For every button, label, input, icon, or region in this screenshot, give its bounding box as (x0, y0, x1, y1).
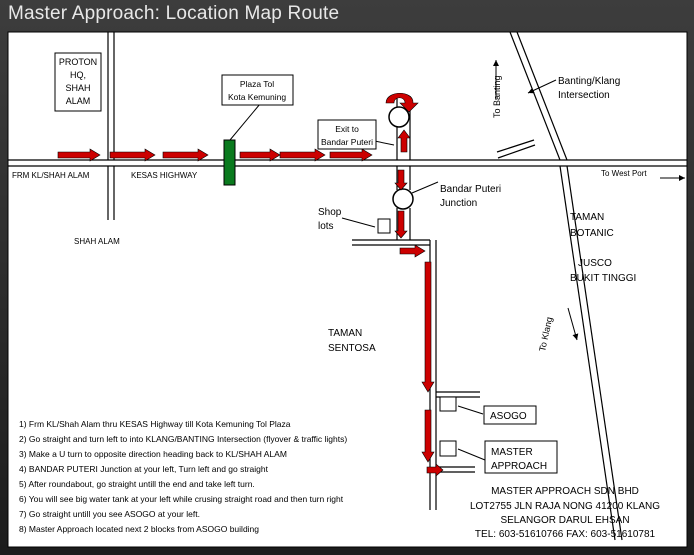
exit-line: Exit to (335, 124, 359, 134)
direction-step: 5) After roundabout, go straight untill … (19, 479, 255, 489)
master-approach-building (439, 440, 457, 457)
to-banting-label: To Banting (492, 75, 502, 118)
company-info: MASTER APPROACH SDN BHD LOT2755 JLN RAJA… (470, 486, 660, 540)
company-line: SELANGOR DARUL EHSAN (500, 515, 629, 526)
roundabout-bandar-puteri (392, 188, 414, 210)
bandar-puteri-label: Bandar Puteri (440, 184, 501, 195)
proton-line: ALAM (66, 96, 91, 106)
direction-step: 7) Go straight untill you see ASOGO at y… (19, 509, 200, 519)
bandar-puteri-pointer (411, 181, 439, 194)
banting-klang-label: Intersection (558, 90, 610, 101)
jusco-label: BUKIT TINGGI (570, 273, 636, 284)
direction-step: 1) Frm KL/Shah Alam thru KESAS Highway t… (19, 419, 291, 429)
frm-kl-label: FRM KL/SHAH ALAM (12, 171, 90, 180)
taman-botanic-label: BOTANIC (570, 228, 614, 239)
taman-sentosa-label: TAMAN (328, 328, 362, 339)
shah-alam-label: SHAH ALAM (74, 237, 120, 246)
exit-box (317, 119, 377, 150)
page-title: Master Approach: Location Map Route (8, 3, 340, 24)
exit-line: Bandar Puteri (321, 137, 373, 147)
company-line: LOT2755 JLN RAJA NONG 41200 KLANG (470, 501, 660, 512)
direction-step: 6) You will see big water tank at your l… (19, 494, 344, 504)
plaza-box (221, 74, 294, 106)
proton-box (54, 52, 102, 112)
direction-step: 3) Make a U turn to opposite direction h… (19, 449, 287, 459)
direction-step: 8) Master Approach located next 2 blocks… (19, 524, 259, 534)
to-west-port-label: To West Port (601, 169, 647, 178)
taman-botanic-label: TAMAN (570, 212, 604, 223)
proton-line: SHAH (65, 83, 90, 93)
asogo-label-box (483, 405, 537, 425)
route-arrows (57, 92, 444, 477)
shop-lots-label: Shop (318, 207, 342, 218)
proton-line: PROTON (59, 57, 97, 67)
plaza-line: Kota Kemuning (228, 92, 286, 102)
roundabout-north (388, 106, 410, 128)
to-klang-arrow (567, 307, 579, 341)
direction-step: 2) Go straight and turn left to into KLA… (19, 434, 347, 444)
intersection-pointer (527, 79, 557, 94)
bandar-puteri-label: Junction (440, 198, 477, 209)
shop-lots-label: lots (318, 221, 334, 232)
kesas-label: KESAS HIGHWAY (131, 171, 198, 180)
shop-lots-pointer (341, 217, 376, 228)
asogo-label: ASOGO (490, 411, 527, 422)
direction-step: 4) BANDAR PUTERI Junction at your left, … (19, 464, 269, 474)
banting-klang-label: Banting/Klang (558, 76, 620, 87)
asogo-pointer (457, 405, 484, 415)
master-approach-label: APPROACH (491, 461, 547, 472)
company-line: MASTER APPROACH SDN BHD (491, 486, 639, 497)
jusco-label: JUSCO (578, 258, 612, 269)
map-background (7, 31, 688, 548)
master-approach-pointer (457, 448, 486, 461)
master-approach-label: MASTER (491, 447, 533, 458)
directions-list: 1) Frm KL/Shah Alam thru KESAS Highway t… (19, 419, 347, 534)
plaza-line: Plaza Tol (240, 79, 274, 89)
toll-plaza-marker (223, 139, 236, 186)
shop-lots-building (377, 218, 391, 234)
asogo-building (439, 396, 457, 412)
company-line: TEL: 603-51610766 FAX: 603-51610781 (475, 529, 656, 540)
taman-sentosa-label: SENTOSA (328, 343, 376, 354)
master-approach-label-box (484, 440, 558, 474)
proton-line: HQ, (70, 70, 86, 80)
